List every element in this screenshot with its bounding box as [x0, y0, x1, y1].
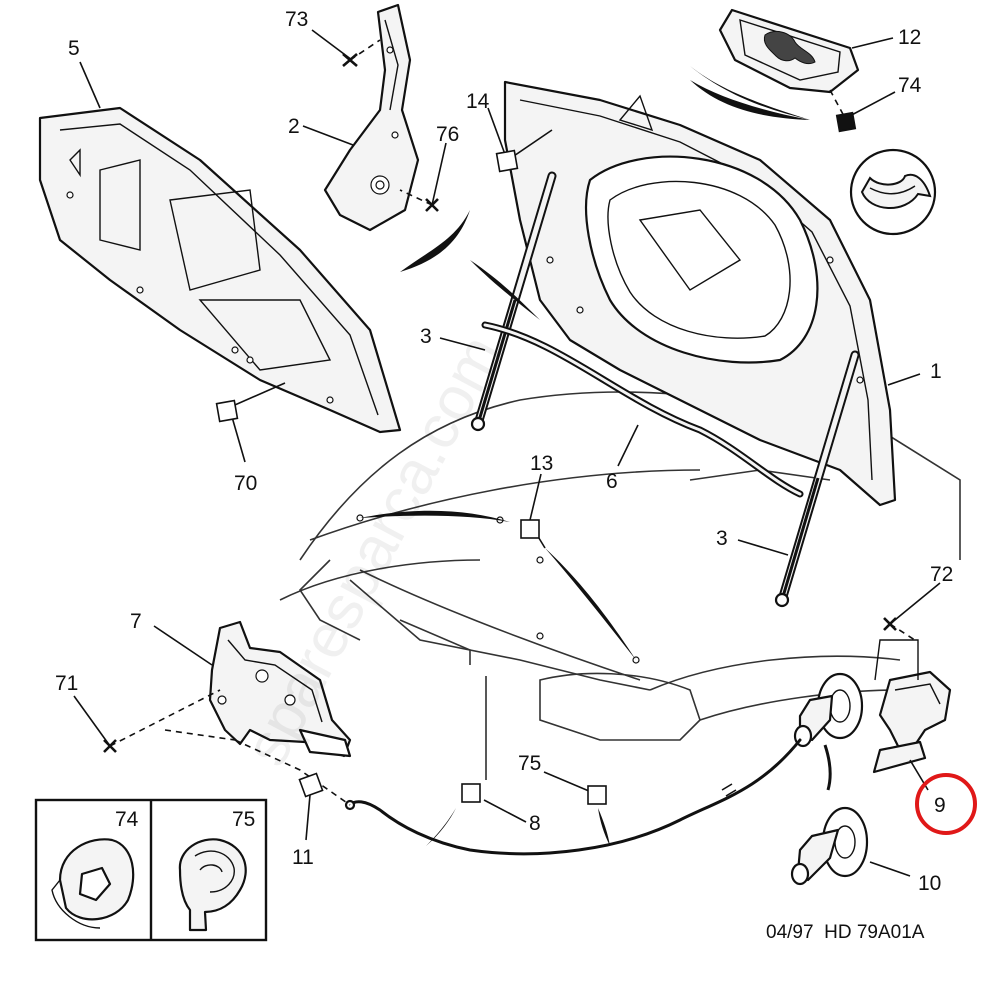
- release-handle: [872, 639, 952, 774]
- bonnet-lock: [208, 620, 352, 758]
- callout-75: 75: [518, 752, 541, 775]
- callout-2: 2: [288, 115, 300, 138]
- callout-5: 5: [68, 37, 80, 60]
- bonnet-seal: [481, 321, 804, 498]
- hood-hook-icon: [860, 173, 932, 209]
- gas-strut-right: [774, 350, 860, 608]
- callout-13: 13: [530, 452, 553, 475]
- inset-label-74: 74: [115, 808, 139, 831]
- hood-insulation-pad: [38, 106, 402, 434]
- callout-12: 12: [898, 26, 921, 49]
- highlight-ring: [915, 773, 977, 835]
- callout-3-upper: 3: [420, 325, 432, 348]
- inset-clip-75: [178, 838, 247, 932]
- callout-70: 70: [234, 472, 257, 495]
- cable-grommet-10: [790, 806, 869, 886]
- callout-6: 6: [606, 470, 618, 493]
- callout-labels: 1 2 3 3 5 6 7 8 9 10 11 12 13 14 70 71 7…: [55, 8, 953, 895]
- bonnet-hinge: [323, 3, 420, 232]
- hood-hook-detail: [849, 148, 937, 236]
- callout-1: 1: [930, 360, 942, 383]
- inset-nut-74: [51, 838, 135, 929]
- callout-14: 14: [466, 90, 490, 113]
- callout-76: 76: [436, 123, 459, 146]
- inset-label-75: 75: [232, 808, 255, 831]
- callout-7: 7: [130, 610, 142, 633]
- callout-72: 72: [930, 563, 953, 586]
- lion-emblem-icon: [763, 31, 816, 65]
- release-cable: [344, 738, 802, 856]
- drawing-code: 04/97 HD 79A01A: [766, 922, 925, 943]
- cable-grommet-upper: [793, 672, 864, 748]
- callout-3-lower: 3: [716, 527, 728, 550]
- callout-10: 10: [918, 872, 941, 895]
- inset-panel: 74 75: [34, 798, 268, 942]
- callout-74: 74: [898, 74, 922, 97]
- callout-9: 9: [934, 794, 946, 817]
- callout-11: 11: [292, 846, 314, 869]
- callout-73: 73: [285, 8, 308, 31]
- callout-8: 8: [529, 812, 541, 835]
- swoosh-arrows: [360, 66, 832, 846]
- callout-71: 71: [55, 672, 78, 695]
- lion-emblem: [718, 8, 860, 94]
- bonnet: [503, 80, 897, 507]
- markers: [103, 53, 897, 805]
